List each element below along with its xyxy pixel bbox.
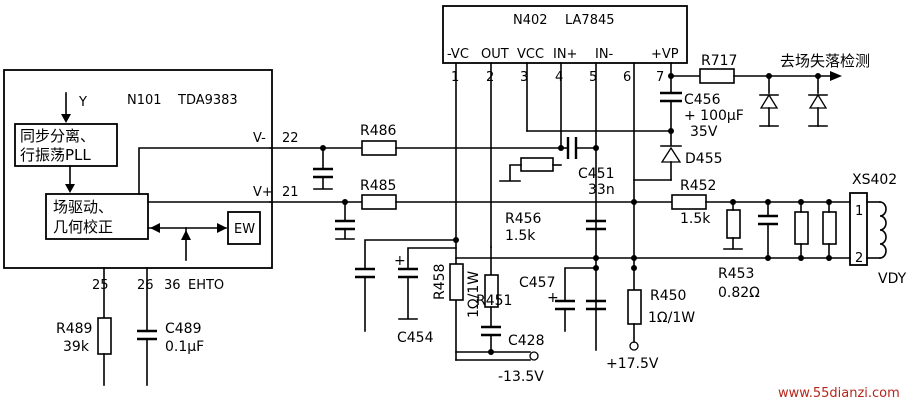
voltage-c456: 35V <box>690 124 718 140</box>
value-c456: + 100μF <box>684 108 744 124</box>
value-r456: 1.5k <box>505 228 536 244</box>
connector-xs402: XS402 1 2 VDY <box>849 172 907 287</box>
pin-number-36: 36 <box>164 278 181 293</box>
label-c457: C457 <box>519 275 556 291</box>
xs402-pin1: 1 <box>855 204 863 219</box>
pin-label-vcc: VCC <box>517 47 544 62</box>
resistor-r450 <box>627 289 642 325</box>
label-d455: D455 <box>685 151 723 167</box>
pin-number-7: 7 <box>656 70 664 85</box>
ic-n101: N101 TDA9383 Y 同步分离、 行振荡PLL 场驱动、 几何校正 EW… <box>3 69 299 293</box>
pin-label-vp: +VP <box>651 47 679 62</box>
ic-n402: N402 LA7845 -VC OUT VCC IN+ IN- +VP 1 2 … <box>442 5 688 85</box>
v-plus-line: R485 R452 1.5k <box>269 178 851 240</box>
c456-d455: C456 + 100μF 35V D455 <box>526 73 744 181</box>
yoke-coil <box>879 201 887 259</box>
annotation-field-loss: 去场失落检测 <box>780 52 870 70</box>
pin-number-4: 4 <box>555 70 563 85</box>
negative-rail: -13.5V <box>455 351 544 385</box>
pin-label-in-plus: IN+ <box>553 47 577 62</box>
pin-label-vplus: V+ <box>253 185 273 200</box>
value-r458: 1Ω/1W <box>466 271 482 318</box>
label-r450: R450 <box>650 288 686 304</box>
resistor-load1 <box>726 209 741 239</box>
value-r452: 1.5k <box>680 211 711 227</box>
r489-c489: R489 39k C489 0.1μF <box>56 267 204 386</box>
label-r453: R453 <box>718 266 754 282</box>
pin-number-2: 2 <box>486 70 494 85</box>
label-r485: R485 <box>360 178 396 194</box>
resistor-r717 <box>699 68 735 84</box>
label-r451: R451 <box>476 293 512 309</box>
label-r489: R489 <box>56 321 92 337</box>
resistor-r485 <box>361 194 397 210</box>
pin-number-22: 22 <box>282 131 299 146</box>
c457-plus: + <box>547 290 559 306</box>
block-drive-line2: 几何校正 <box>53 218 113 236</box>
value-r450: 1Ω/1W <box>648 310 695 326</box>
c454-area: + C454 <box>355 237 459 346</box>
value-c489: 0.1μF <box>165 339 204 355</box>
v-minus-line: R486 C451 33n <box>269 123 615 198</box>
ic-n101-name: N101 <box>127 93 162 108</box>
resistor-r486 <box>361 140 397 156</box>
value-r453: 0.82Ω <box>718 285 760 301</box>
block-ew: EW <box>234 222 255 237</box>
pin-number-3: 3 <box>520 70 528 85</box>
label-r458: R458 <box>432 264 448 300</box>
label-r717: R717 <box>701 53 737 69</box>
pin-label-ehto: EHTO <box>188 278 224 293</box>
label-r452: R452 <box>680 178 716 194</box>
watermark: www.55dianzi.com <box>778 386 900 401</box>
r451-c428: R451 C428 <box>476 246 545 355</box>
label-r456: R456 <box>505 211 542 227</box>
c454-plus: + <box>394 253 406 269</box>
resistor-r452 <box>671 194 707 210</box>
label-c489: C489 <box>165 321 202 337</box>
pin-label-vminus: V- <box>253 131 266 146</box>
value-c451: 33n <box>588 182 615 198</box>
pin-number-26: 26 <box>137 278 154 293</box>
value-r489: 39k <box>63 339 90 355</box>
pin-label-out: OUT <box>481 47 509 62</box>
resistor-r458-group: R458 1Ω/1W <box>432 263 482 318</box>
label-c456: C456 <box>684 92 721 108</box>
pin-number-25: 25 <box>92 278 109 293</box>
ground-bus <box>455 255 851 261</box>
ic-n101-input-y: Y <box>78 95 87 110</box>
label-xs402: XS402 <box>852 172 897 188</box>
label-vdy: VDY <box>878 271 907 287</box>
field-loss-detect-circuit: R717 去场失落检测 <box>670 52 870 127</box>
pin-number-5: 5 <box>589 70 597 85</box>
pin-label-vc: -VC <box>447 47 469 62</box>
pin-number-21: 21 <box>282 185 299 200</box>
pin-number-6: 6 <box>623 70 631 85</box>
xs402-pin2: 2 <box>855 251 863 266</box>
resistor-r453a <box>794 211 809 245</box>
block-drive-line1: 场驱动、 <box>53 198 113 216</box>
label-c454: C454 <box>397 330 434 346</box>
ic-n402-name: N402 <box>513 13 548 28</box>
block-sync-line2: 行振荡PLL <box>20 146 91 164</box>
pin-label-in-minus: IN- <box>595 47 614 62</box>
ic-n402-model: LA7845 <box>565 13 615 28</box>
rail-negative: -13.5V <box>498 369 544 385</box>
label-c451: C451 <box>578 166 615 182</box>
resistor-r453b <box>822 211 837 245</box>
resistor-r489 <box>97 317 112 355</box>
n402-pin-wires <box>455 62 635 361</box>
r450-group: R450 1Ω/1W +17.5V <box>606 265 695 372</box>
load-network: R453 0.82Ω <box>718 199 837 301</box>
label-r486: R486 <box>360 123 397 139</box>
c457-group: C457 + <box>519 265 606 332</box>
resistor-r458 <box>449 263 464 301</box>
resistor-small-c451 <box>520 157 554 172</box>
rail-positive: +17.5V <box>606 356 659 372</box>
label-c428: C428 <box>508 333 545 349</box>
ic-n101-model: TDA9383 <box>177 93 238 108</box>
pin-number-1: 1 <box>451 70 459 85</box>
block-sync-line1: 同步分离、 <box>20 127 95 145</box>
